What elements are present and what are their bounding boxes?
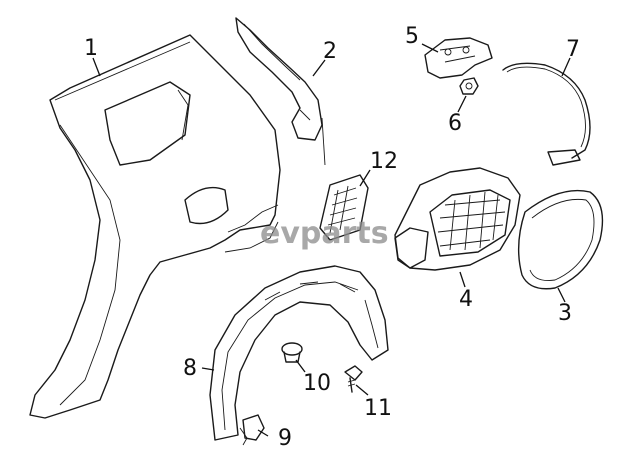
grommet-part	[281, 342, 303, 363]
callout-6: 6	[448, 111, 462, 136]
screw-part	[344, 365, 363, 393]
callout-4: 4	[459, 287, 473, 312]
callout-3: 3	[558, 301, 572, 326]
callout-1: 1	[84, 36, 98, 61]
callout-9: 9	[278, 426, 292, 451]
door-hinge-part	[424, 37, 493, 79]
clip-part	[239, 414, 265, 446]
watermark-logo: evparts	[260, 216, 389, 251]
callout-11: 11	[364, 396, 392, 421]
wheel-liner-part	[209, 265, 389, 441]
release-cable-part	[502, 62, 591, 166]
callout-12: 12	[370, 149, 398, 174]
vent-grille-part	[319, 174, 369, 241]
callout-5: 5	[405, 24, 419, 49]
fuel-door-part	[517, 189, 604, 290]
callout-8: 8	[183, 356, 197, 381]
callout-7: 7	[566, 37, 580, 62]
leader-lines	[92, 43, 571, 437]
quarter-panel-part	[29, 34, 281, 419]
filler-housing-part	[394, 167, 521, 271]
filler-bracket-part	[235, 17, 326, 166]
callout-10: 10	[303, 371, 331, 396]
nut-part	[459, 77, 479, 95]
callout-2: 2	[323, 39, 337, 64]
